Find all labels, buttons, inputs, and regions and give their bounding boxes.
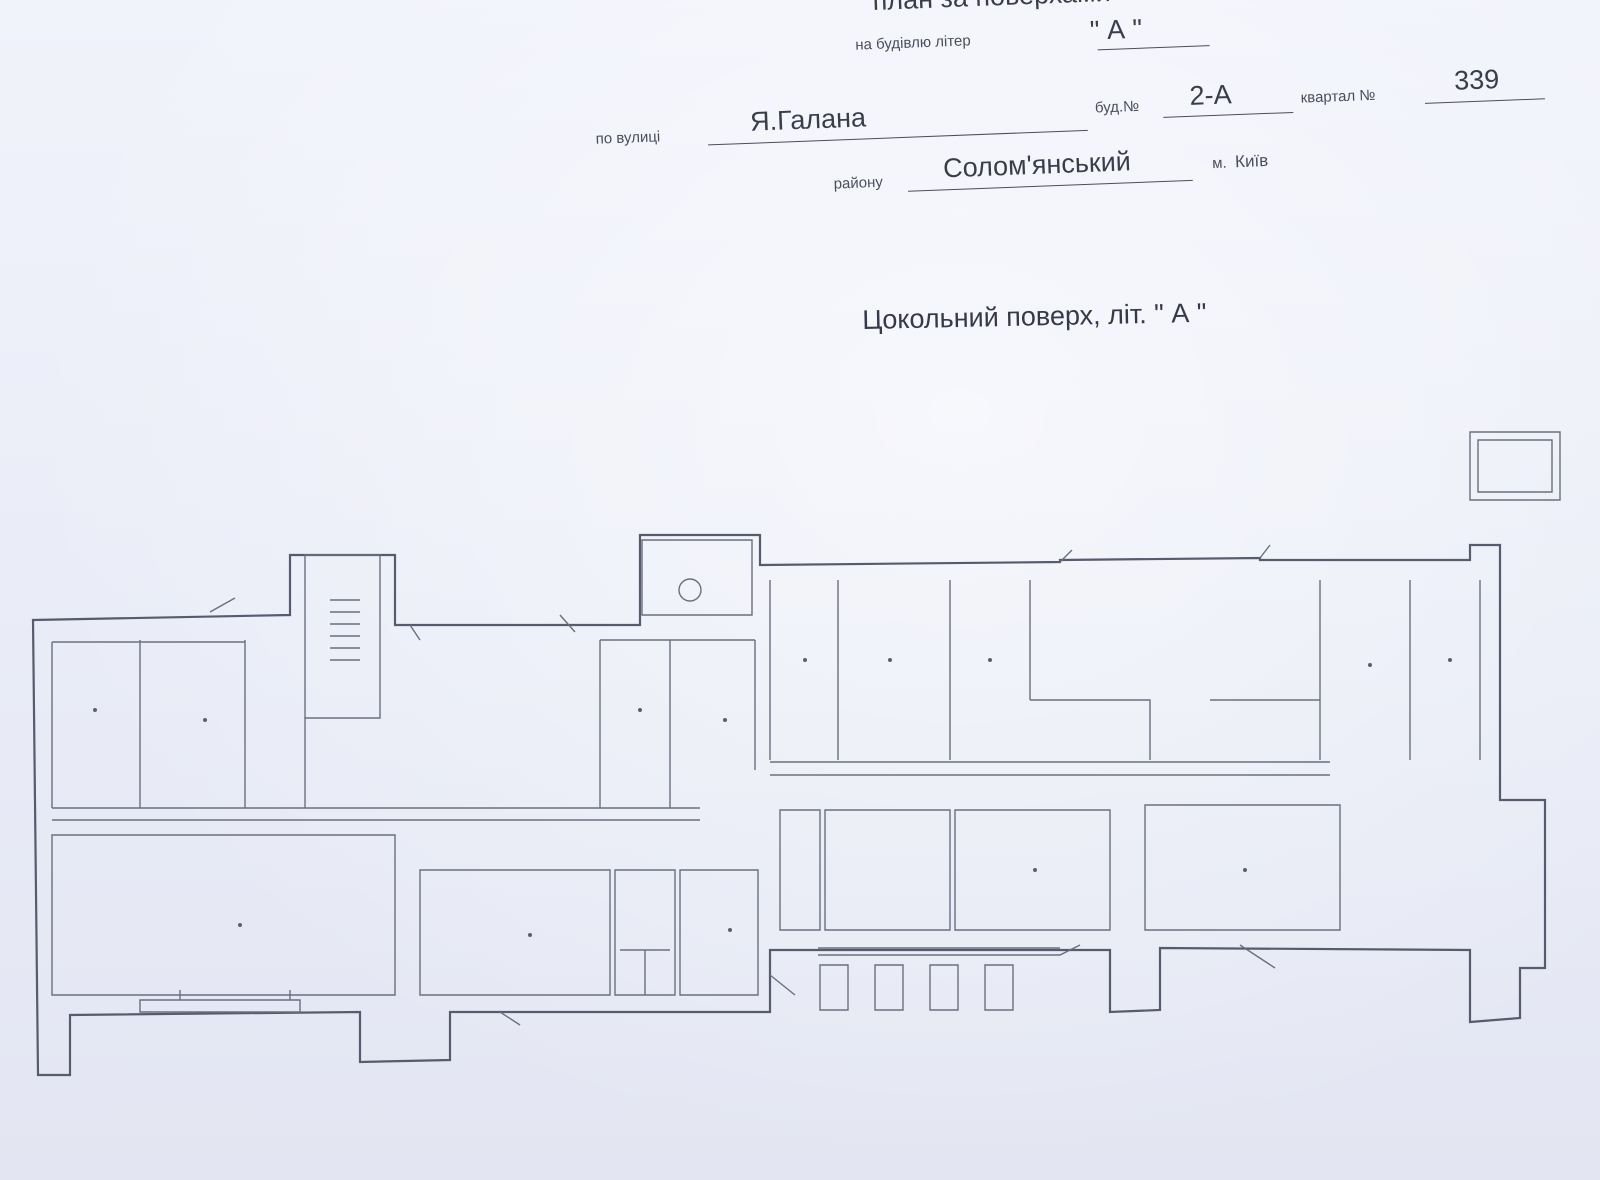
window-sills bbox=[139, 990, 301, 1013]
corridor-wall-right bbox=[770, 761, 1330, 776]
storage-boxes bbox=[818, 944, 1081, 1011]
stair-treads-left bbox=[330, 599, 360, 661]
column-center bbox=[678, 578, 702, 602]
corridor-wall-upper bbox=[52, 807, 700, 821]
outer-wall bbox=[31, 533, 1547, 1077]
room-partitions-upper bbox=[51, 580, 1481, 808]
stair-block-left bbox=[304, 554, 381, 719]
stair-block-center bbox=[641, 539, 753, 616]
door-markers bbox=[209, 544, 1276, 1026]
room-measurement-marks bbox=[93, 658, 1452, 937]
room-partitions-lower bbox=[51, 804, 1341, 996]
stair-tower-right bbox=[1469, 431, 1561, 501]
